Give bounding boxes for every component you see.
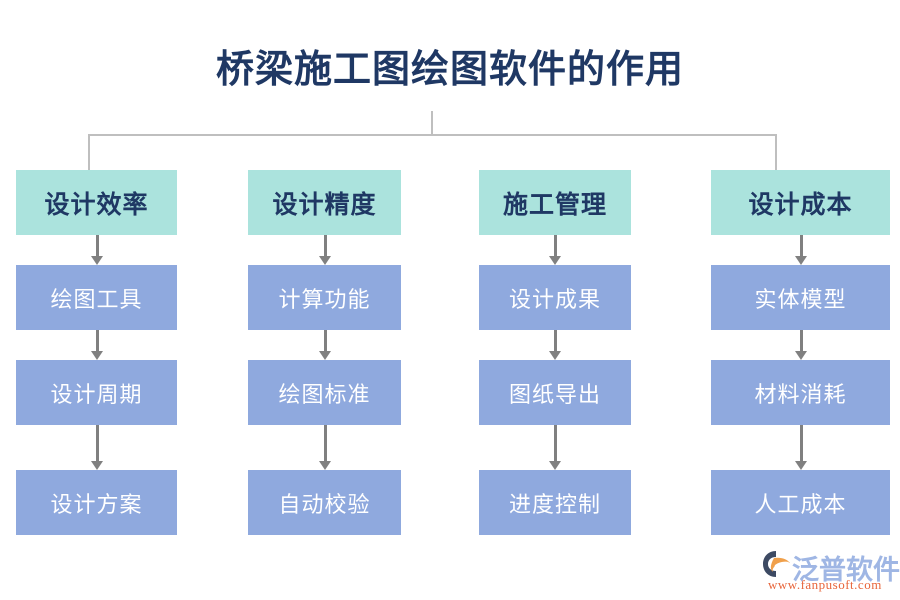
branch-node-2-2[interactable]: 绘图标准 xyxy=(248,360,401,425)
connector-horizontal-bar xyxy=(88,134,777,136)
connector-stem xyxy=(431,111,433,135)
branch-node-3-2[interactable]: 图纸导出 xyxy=(479,360,631,425)
branch-node-3-3[interactable]: 进度控制 xyxy=(479,470,631,535)
branch-node-4-1[interactable]: 实体模型 xyxy=(711,265,890,330)
branch-header-3[interactable]: 施工管理 xyxy=(479,170,631,235)
branch-header-2[interactable]: 设计精度 xyxy=(248,170,401,235)
connector-drop-left xyxy=(88,134,90,170)
branch-node-4-3[interactable]: 人工成本 xyxy=(711,470,890,535)
fanpu-logo-wordmark: 泛普软件 xyxy=(792,555,900,585)
branch-node-4-2[interactable]: 材料消耗 xyxy=(711,360,890,425)
branch-header-4[interactable]: 设计成本 xyxy=(711,170,890,235)
branch-node-1-2[interactable]: 设计周期 xyxy=(16,360,177,425)
fanpu-logo-url: www.fanpusoft.com xyxy=(768,577,882,592)
branch-node-1-1[interactable]: 绘图工具 xyxy=(16,265,177,330)
branch-node-3-1[interactable]: 设计成果 xyxy=(479,265,631,330)
branch-node-1-3[interactable]: 设计方案 xyxy=(16,470,177,535)
page-title: 桥梁施工图绘图软件的作用 xyxy=(215,49,684,91)
branch-header-1[interactable]: 设计效率 xyxy=(16,170,177,235)
connector-drop-right xyxy=(775,134,777,170)
branch-node-2-3[interactable]: 自动校验 xyxy=(248,470,401,535)
branch-node-2-1[interactable]: 计算功能 xyxy=(248,265,401,330)
fanpu-logo[interactable]: 泛普软件 www.fanpusoft.com xyxy=(762,548,900,592)
fanpu-logo-mark-icon xyxy=(763,551,790,577)
